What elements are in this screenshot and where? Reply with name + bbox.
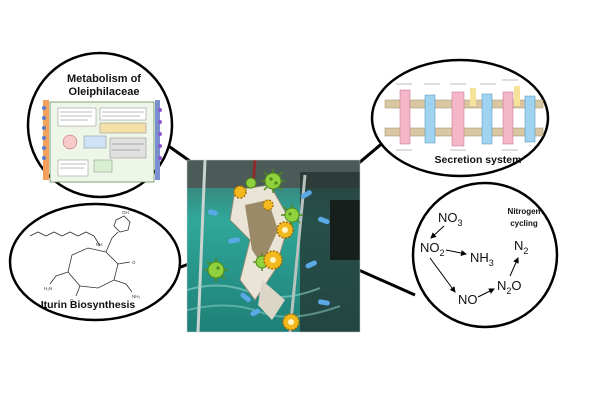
yellow-bacterium-icon bbox=[262, 199, 274, 211]
svg-text:OH: OH bbox=[122, 210, 129, 215]
metabolism-title-line2: Oleiphilaceae bbox=[69, 86, 140, 98]
yellow-bacterium-icon bbox=[276, 221, 294, 239]
metabolism-bubble: Metabolism of Oleiphilaceae bbox=[26, 51, 174, 199]
svg-text:O: O bbox=[70, 298, 74, 303]
iturin-title: Iturin Biosynthesis bbox=[41, 299, 136, 311]
green-bacterium-icon bbox=[261, 169, 285, 193]
svg-text:NH₂: NH₂ bbox=[132, 294, 140, 299]
arrow-no2-to-no bbox=[429, 257, 456, 293]
yellow-bacterium-icon bbox=[282, 313, 300, 331]
iturin-atom-glyphs: OH H₂N NH₂ O O NH bbox=[44, 210, 140, 303]
arrow-no3-to-no2 bbox=[430, 225, 445, 239]
green-bacterium-icon bbox=[245, 177, 257, 189]
nitrogen-title-line1: Nitrogen bbox=[508, 207, 541, 216]
species-n2o: N2O bbox=[497, 278, 522, 296]
metabolic-map-thumbnail bbox=[42, 100, 162, 183]
arrow-no2-to-nh3 bbox=[445, 249, 467, 256]
species-no3: NO3 bbox=[438, 210, 463, 228]
green-bacterium-icon bbox=[204, 258, 228, 282]
bacteria-overlay bbox=[204, 169, 330, 331]
secretion-system-thumbnail bbox=[384, 79, 544, 151]
species-n2: N2 bbox=[514, 238, 528, 256]
nitrogen-title-line2: cycling bbox=[510, 219, 538, 228]
yellow-bacterium-icon bbox=[233, 185, 247, 199]
species-nh3: NH3 bbox=[470, 250, 494, 268]
secretion-bubble: Secretion system bbox=[370, 58, 550, 178]
species-no: NO bbox=[458, 292, 478, 307]
arrow-no-to-n2o bbox=[477, 288, 495, 298]
svg-text:O: O bbox=[132, 260, 136, 265]
svg-text:NH: NH bbox=[96, 242, 103, 247]
nitrogen-bubble: Nitrogen cycling NO3 NO2 NH3 N2 N2O NO bbox=[411, 181, 559, 329]
yellow-bacterium-icon bbox=[263, 250, 283, 270]
svg-text:H₂N: H₂N bbox=[44, 286, 52, 291]
iturin-bubble: Iturin Biosynthesis OH H₂N NH₂ O O NH bbox=[8, 202, 182, 322]
blue-bacterium-icon bbox=[207, 190, 330, 317]
arrow-n2o-to-n2 bbox=[509, 257, 519, 277]
secretion-title: Secretion system bbox=[435, 154, 522, 166]
nitrogen-arrows bbox=[429, 225, 519, 298]
species-no2: NO2 bbox=[420, 240, 445, 258]
green-bacterium-icon bbox=[281, 204, 303, 226]
metabolism-title-line1: Metabolism of bbox=[67, 73, 141, 85]
iturin-structure-thumbnail bbox=[29, 215, 133, 297]
